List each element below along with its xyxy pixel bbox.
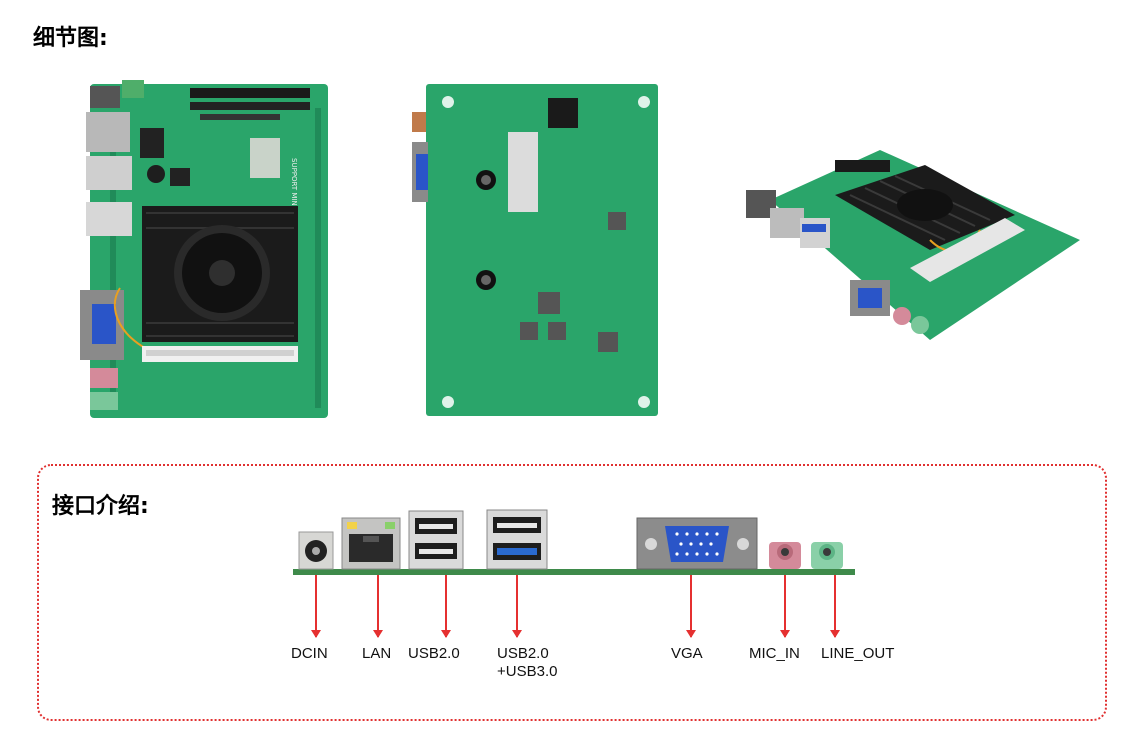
lan-label: LAN — [362, 645, 392, 662]
dcin-jack-icon — [298, 531, 334, 570]
board-angled-view-photo — [740, 140, 1085, 344]
mic-in-label: MIC_IN — [749, 645, 800, 662]
interface-section-title: 接口介绍: — [52, 494, 149, 519]
lan-arrow — [373, 575, 383, 638]
vga-arrow — [686, 575, 696, 638]
usb3-label-line2: +USB3.0 — [497, 663, 558, 680]
board-silkscreen: SUPPORT MINI SATA — [290, 158, 298, 228]
usb2-arrow — [441, 575, 451, 638]
dcin-arrow — [311, 575, 321, 638]
usb3-arrow — [512, 575, 522, 638]
usb3-stack-icon — [486, 509, 548, 570]
usb2-stack-icon — [408, 510, 464, 570]
line-out-label: LINE_OUT — [821, 645, 895, 662]
vga-label: VGA — [671, 645, 703, 662]
mic-in-arrow — [780, 575, 790, 638]
detail-section-title: 细节图: — [33, 26, 108, 51]
board-top-view-photo: SUPPORT MINI SATA — [80, 78, 335, 420]
interface-panel — [37, 464, 1107, 721]
usb2-label: USB2.0 — [408, 645, 460, 662]
line-out-arrow — [830, 575, 840, 638]
mic-in-jack-icon — [769, 542, 801, 569]
usb3-label-line1: USB2.0 — [497, 645, 549, 662]
dcin-label: DCIN — [291, 645, 328, 662]
lan-port-icon — [341, 517, 401, 570]
vga-port-icon — [636, 517, 758, 570]
board-bottom-view-photo — [408, 82, 660, 418]
io-panel-strip — [293, 508, 855, 578]
line-out-jack-icon — [811, 542, 843, 569]
